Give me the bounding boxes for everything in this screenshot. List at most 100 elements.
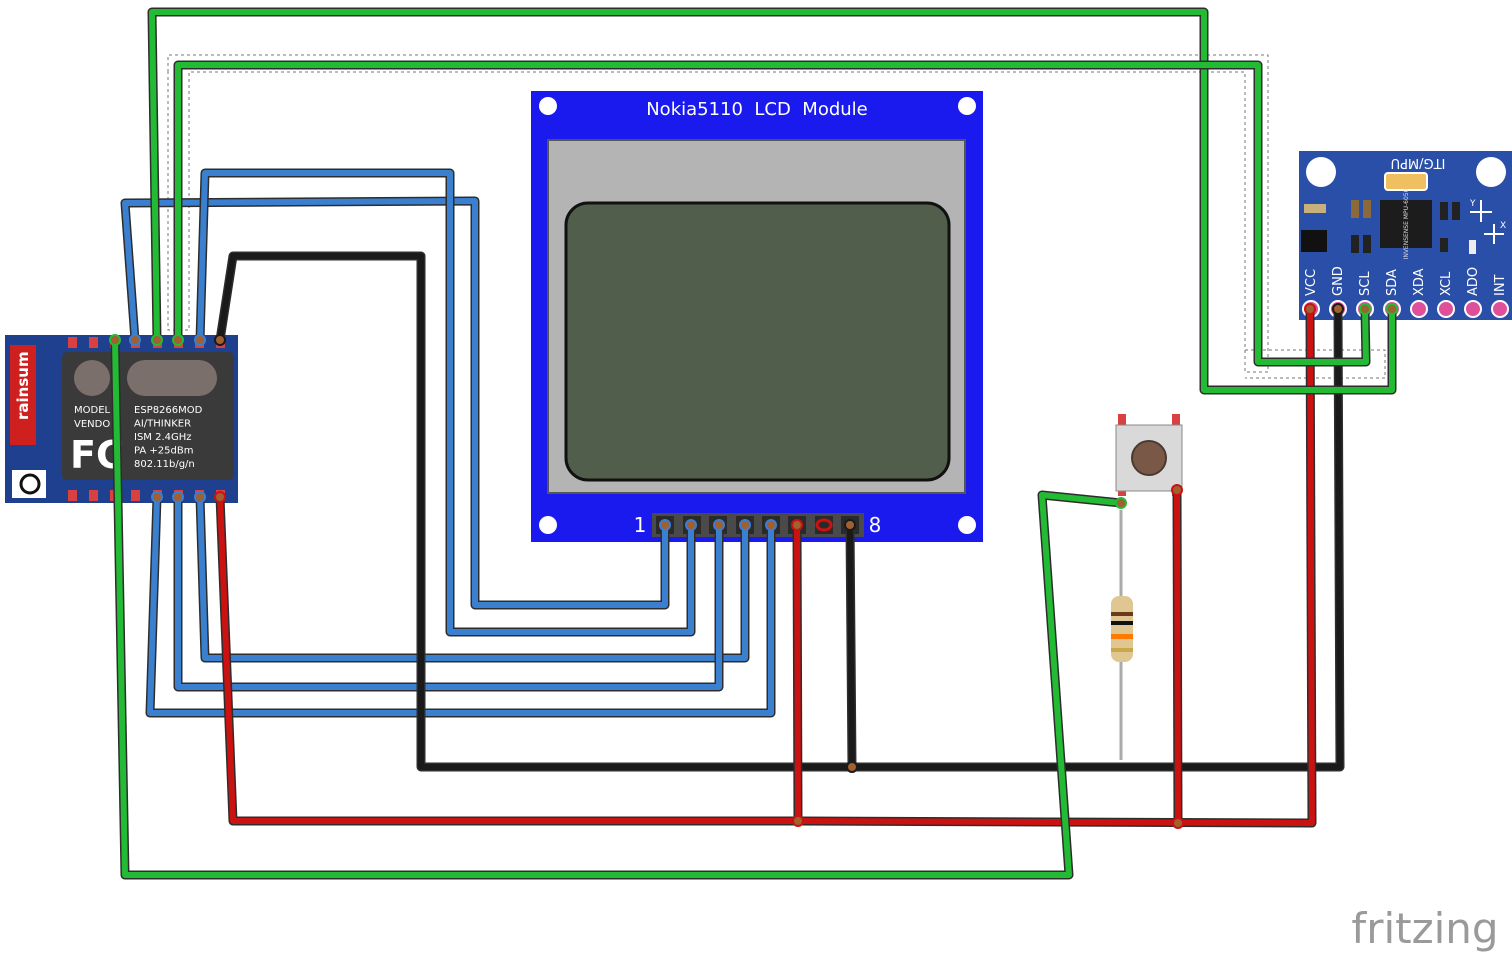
mpu-axis-y-label: Y [1469,199,1476,209]
resistor-band [1111,634,1133,639]
wire-red[interactable] [217,494,801,824]
mpu-pin-label: VCC [1304,269,1319,296]
wire-endpoint [739,519,751,531]
mpu-pin-labels: VCC GND SCL SDA XDA XCL ADO INT [1304,266,1508,296]
wire-endpoint [151,491,163,503]
mpu6050-module[interactable]: ITG/MPU INVENSENSE MPU-6050 Y X VCC GND SC… [1299,151,1512,320]
lcd-mount-hole-icon [539,97,557,115]
esp-spec-line: ESP8266MOD [134,405,203,416]
resistor-band [1111,612,1133,616]
mpu-pin-pad [1464,300,1482,318]
wire-endpoint [214,334,226,346]
mpu-chip-text: INVENSENSE MPU-6050 [1403,188,1410,259]
wire-black[interactable] [847,522,855,770]
wire-endpoint [129,334,141,346]
esp-spec-line: 802.11b/g/n [134,459,195,470]
wire-blue[interactable] [197,170,694,635]
mpu-pin-pad [1410,300,1428,318]
wire-endpoint [1304,303,1316,315]
wire-blue[interactable] [197,494,748,661]
nokia5110-lcd-module[interactable]: Nokia5110 LCD Module 1 8 [531,91,983,542]
wire-endpoint [151,334,163,346]
lcd-title: Nokia5110 LCD Module [646,99,868,120]
wire-endpoint [792,815,804,827]
button-leg [1172,414,1180,428]
resistor [1111,510,1133,760]
resistor-band [1111,621,1133,625]
mpu-title: ITG/MPU [1391,155,1446,170]
wire-black[interactable] [217,253,1343,770]
esp-brand: rainsum [14,351,32,420]
mpu-mount-hole-icon [1306,157,1336,187]
mpu-passives [1304,200,1476,254]
wires [109,7,1398,880]
wire-endpoint [713,519,725,531]
mpu-pin-pad [1491,300,1509,318]
wire-green[interactable] [175,62,1369,365]
lcd-mount-hole-icon [958,516,976,534]
mpu-regulator [1301,230,1327,252]
wire-green[interactable] [149,9,1395,393]
esp-mount-hole-icon [19,473,41,495]
wire-endpoint [1332,303,1344,315]
wire-endpoint [844,519,856,531]
lcd-screen [564,201,951,482]
selection-outline [167,54,1386,379]
wire-endpoint [765,519,777,531]
esp-shield-oval [127,360,217,396]
wire-endpoint [791,519,803,531]
wire-endpoint [214,491,226,503]
mpu-pin-label: SCL [1358,271,1373,296]
mpu-pin-label: SDA [1385,269,1400,296]
lcd-header-pins [652,513,864,537]
wire-blue[interactable] [122,198,668,608]
wire-endpoint [1172,817,1184,829]
mpu-crystal [1384,172,1428,191]
button-cap[interactable] [1131,440,1167,476]
button-leg [1118,414,1126,428]
wire-green[interactable] [112,337,1124,878]
wire-red[interactable] [1174,487,1181,826]
wire-endpoint [685,519,697,531]
esp-spec-line: PA +25dBm [134,446,193,457]
esp-spec-line: AI/THINKER [134,419,191,430]
mpu-axis-x-label: X [1500,221,1506,231]
lcd-pin-last-label: 8 [869,513,882,537]
esp-spec-lines: ESP8266MOD AI/THINKER ISM 2.4GHz PA +25dBm 8… [134,405,203,470]
wire-endpoint [1171,484,1183,496]
mpu-pin-label: XDA [1412,268,1427,296]
esp-model-label: MODEL [74,405,111,416]
wire-endpoint [846,761,858,773]
mpu-pin-label: XCL [1439,271,1454,296]
wire-endpoint [172,491,184,503]
wire-endpoint [1386,303,1398,315]
wire-blue[interactable] [147,494,774,716]
wire-endpoint [109,334,121,346]
esp-spec-line: ISM 2.4GHz [134,432,192,443]
esp-brand-label-bg [10,345,36,445]
axis-icon [1470,200,1504,244]
mpu-pin-pad [1437,300,1455,318]
mpu-pin-label: GND [1331,266,1346,296]
mpu-chip [1380,200,1432,248]
wire-red[interactable] [795,306,1315,826]
esp-shield-dimple [74,360,110,396]
push-button[interactable] [1115,414,1183,496]
fritzing-logo: fritzing [1351,904,1498,953]
resistor-body [1111,596,1133,662]
wire-blue[interactable] [175,494,722,690]
lcd-pin-first-label: 1 [634,513,647,537]
wire-endpoint [659,519,671,531]
mpu-pin-label: INT [1493,274,1508,296]
wire-endpoint [1115,497,1127,509]
esp-vendor-label: VENDO [74,419,110,430]
mpu-mount-hole-icon [1476,157,1506,187]
mpu-pin-label: ADO [1466,267,1481,296]
resistor-band [1111,648,1133,652]
wire-endpoint [194,334,206,346]
wire-endpoint [172,334,184,346]
wire-endpoint [194,491,206,503]
lcd-mount-hole-icon [539,516,557,534]
wire-endpoint [1359,303,1371,315]
